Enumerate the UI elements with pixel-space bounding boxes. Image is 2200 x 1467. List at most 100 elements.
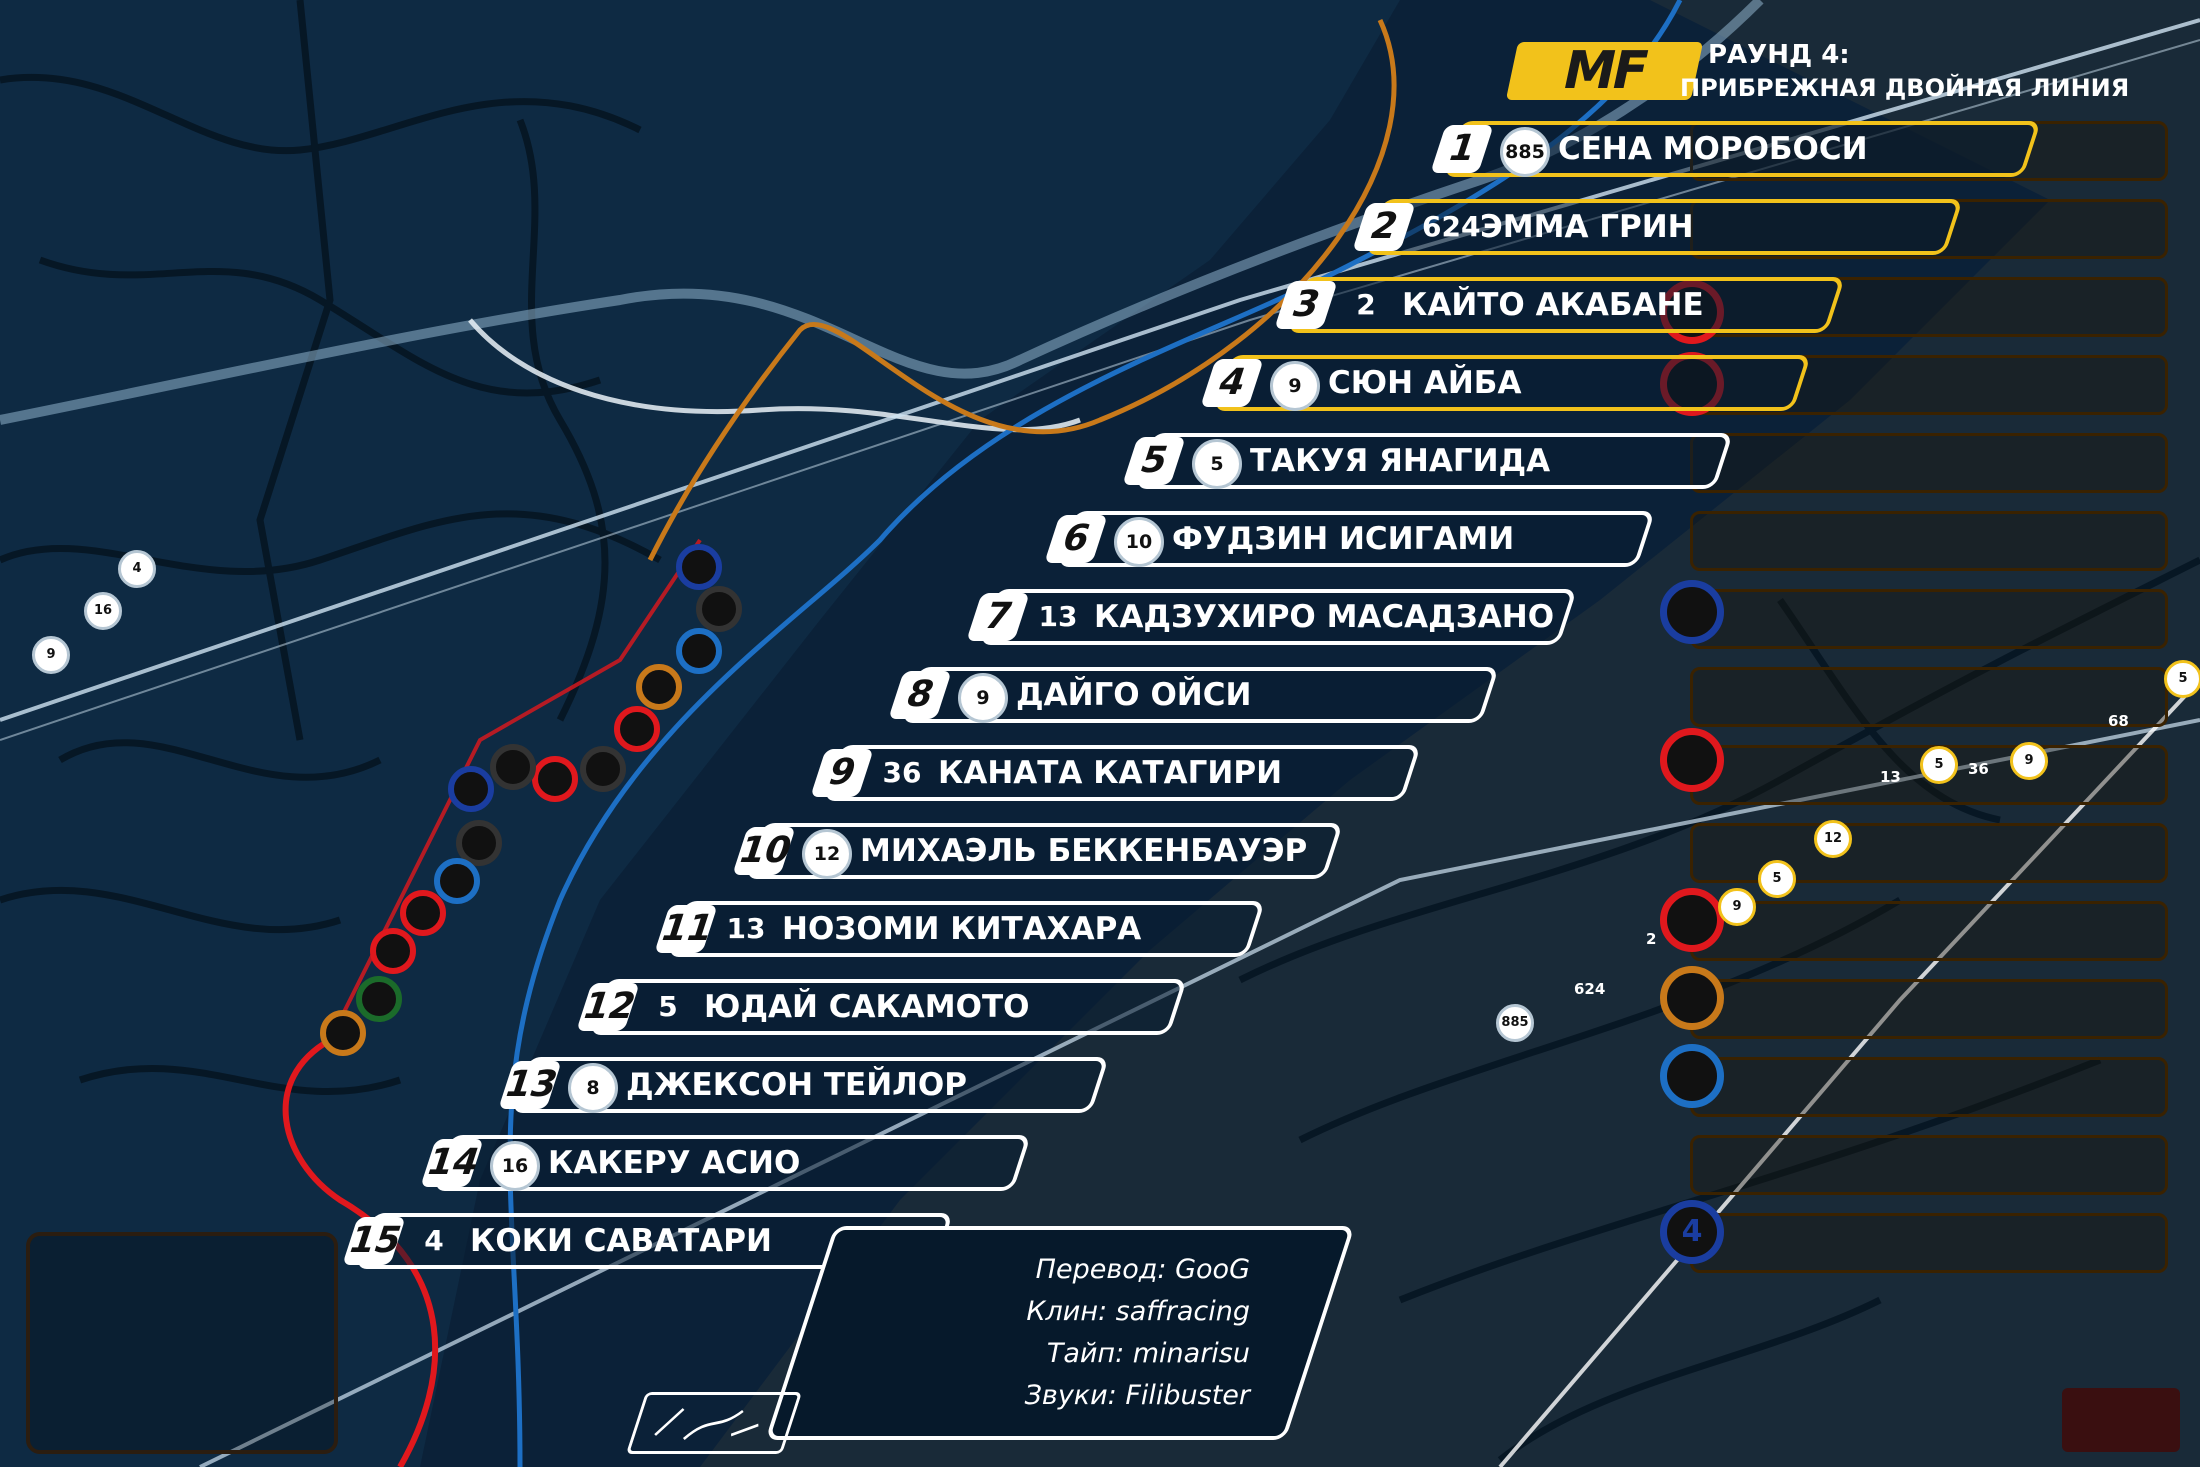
car-marker xyxy=(676,628,722,674)
faded-row xyxy=(1690,589,2168,649)
car-number-badge: 5 xyxy=(658,990,678,1023)
standings-row: 2 624 ЭММА ГРИН xyxy=(1352,199,1964,255)
car-number-badge: 12 xyxy=(802,829,852,879)
driver-name: НОЗОМИ КИТАХАРА xyxy=(782,911,1142,947)
signature-icon xyxy=(654,1408,759,1440)
credits-panel: Перевод: GooG Клин: saffracing Тайп: min… xyxy=(765,1226,1355,1440)
faded-row xyxy=(1690,979,2168,1039)
map-tag: 624 xyxy=(1574,980,1606,998)
faded-row xyxy=(1690,1213,2168,1273)
faded-row xyxy=(1690,901,2168,961)
minimap-panel xyxy=(26,1232,338,1454)
faded-row xyxy=(1690,1057,2168,1117)
car-marker xyxy=(490,744,536,790)
map-tag: 36 xyxy=(1968,760,1989,778)
driver-name: ФУДЗИН ИСИГАМИ xyxy=(1172,521,1515,557)
car-marker xyxy=(434,858,480,904)
standings-row: 1 885 СЕНА МОРОБОСИ xyxy=(1430,121,2042,177)
car-marker xyxy=(400,890,446,936)
team-marker-red xyxy=(1660,728,1724,792)
standings-row: 6 10 ФУДЗИН ИСИГАМИ xyxy=(1044,511,1656,567)
car-number-badge: 5 xyxy=(1192,439,1242,489)
car-marker xyxy=(580,746,626,792)
driver-name: МИХАЭЛЬ БЕККЕНБАУЭР xyxy=(860,833,1308,869)
car-number-badge: 9 xyxy=(1270,361,1320,411)
driver-name: ТАКУЯ ЯНАГИДА xyxy=(1250,443,1551,479)
car-number-badge: 13 xyxy=(726,912,766,945)
driver-name: КАНАТА КАТАГИРИ xyxy=(938,755,1283,791)
car-number-badge: 885 xyxy=(1500,127,1550,177)
faded-row xyxy=(1690,667,2168,727)
standings-row: 14 16 КАКЕРУ АСИО xyxy=(420,1135,1032,1191)
map-chip: 5 xyxy=(2164,660,2200,698)
standings-row: 5 5 ТАКУЯ ЯНАГИДА xyxy=(1122,433,1734,489)
map-tag: 2 xyxy=(1646,930,1657,948)
car-marker xyxy=(356,976,402,1022)
faded-row xyxy=(1690,433,2168,493)
driver-name: КАДЗУХИРО МАСАДЗАНО xyxy=(1094,599,1555,635)
driver-name: КАЙТО АКАБАНЕ xyxy=(1402,287,1704,323)
driver-name: СЮН АЙБА xyxy=(1328,365,1522,401)
standings-row: 13 8 ДЖЕКСОН ТЕЙЛОР xyxy=(498,1057,1110,1113)
car-number-badge: 13 xyxy=(1038,600,1078,633)
map-chip: 5 xyxy=(1920,746,1958,784)
car-marker xyxy=(320,1010,366,1056)
standings-row: 4 9 СЮН АЙБА xyxy=(1200,355,1812,411)
credit-typesetting: Тайп: minarisu xyxy=(1046,1338,1250,1369)
map-chip: 9 xyxy=(2010,742,2048,780)
driver-name: ДАЙГО ОЙСИ xyxy=(1016,677,1252,713)
map-chip: 9 xyxy=(32,636,70,674)
standings-row: 8 9 ДАЙГО ОЙСИ xyxy=(888,667,1500,723)
map-chip: 16 xyxy=(84,592,122,630)
map-chip: 5 xyxy=(1758,860,1796,898)
car-number-badge: 4 xyxy=(424,1224,444,1257)
car-marker xyxy=(636,664,682,710)
car-marker xyxy=(614,706,660,752)
car-number-badge: 36 xyxy=(882,756,922,789)
map-chip: 885 xyxy=(1496,1004,1534,1042)
team-marker-blue-4: 4 xyxy=(1660,1200,1724,1264)
team-marker-blue xyxy=(1660,580,1724,644)
track-name: ПРИБРЕЖНАЯ ДВОЙНАЯ ЛИНИЯ xyxy=(1680,74,2130,102)
standings-row: 10 12 МИХАЭЛЬ БЕККЕНБАУЭР xyxy=(732,823,1344,879)
handwritten-signature xyxy=(625,1392,803,1454)
car-number-badge: 10 xyxy=(1114,517,1164,567)
credit-translation: Перевод: GooG xyxy=(1035,1254,1250,1285)
car-number-badge: 16 xyxy=(490,1141,540,1191)
driver-name: КОКИ САВАТАРИ xyxy=(470,1223,772,1259)
standings-row: 12 5 ЮДАЙ САКАМОТО xyxy=(576,979,1188,1035)
map-chip: 4 xyxy=(118,550,156,588)
team-marker-blue xyxy=(1660,1044,1724,1108)
credit-sounds: Звуки: Filibuster xyxy=(1024,1380,1250,1411)
car-number-badge: 624 xyxy=(1422,210,1481,243)
car-marker xyxy=(676,544,722,590)
map-chip: 9 xyxy=(1718,888,1756,926)
map-tag: 68 xyxy=(2108,712,2129,730)
driver-name: ЭММА ГРИН xyxy=(1480,209,1694,245)
series-logo: MF xyxy=(1505,41,1704,101)
driver-name: СЕНА МОРОБОСИ xyxy=(1558,131,1868,167)
team-marker-orange xyxy=(1660,966,1724,1030)
standings-row: 9 36 КАНАТА КАТАГИРИ xyxy=(810,745,1422,801)
standings-row: 3 2 КАЙТО АКАБАНЕ xyxy=(1274,277,1846,333)
map-chip: 12 xyxy=(1814,820,1852,858)
map-tag: 13 xyxy=(1880,768,1901,786)
car-marker xyxy=(448,766,494,812)
round-label: РАУНД 4: xyxy=(1708,40,1850,70)
car-marker xyxy=(532,756,578,802)
car-marker xyxy=(370,928,416,974)
race-header: MF РАУНД 4: ПРИБРЕЖНАЯ ДВОЙНАЯ ЛИНИЯ xyxy=(1505,36,2132,108)
car-number-badge: 9 xyxy=(958,673,1008,723)
standings-row: 15 4 КОКИ САВАТАРИ xyxy=(342,1213,954,1269)
standings-row: 7 13 КАДЗУХИРО МАСАДЗАНО xyxy=(966,589,1578,645)
team-marker-red xyxy=(1660,888,1724,952)
driver-name: КАКЕРУ АСИО xyxy=(548,1145,801,1181)
driver-name: ЮДАЙ САКАМОТО xyxy=(704,989,1030,1025)
faded-row xyxy=(1690,1135,2168,1195)
standings-row: 11 13 НОЗОМИ КИТАХАРА xyxy=(654,901,1266,957)
faded-row xyxy=(1690,511,2168,571)
car-number-badge: 2 xyxy=(1356,288,1376,321)
corner-badge xyxy=(2062,1388,2180,1452)
credit-cleaning: Клин: saffracing xyxy=(1026,1296,1250,1327)
car-number-badge: 8 xyxy=(568,1063,618,1113)
